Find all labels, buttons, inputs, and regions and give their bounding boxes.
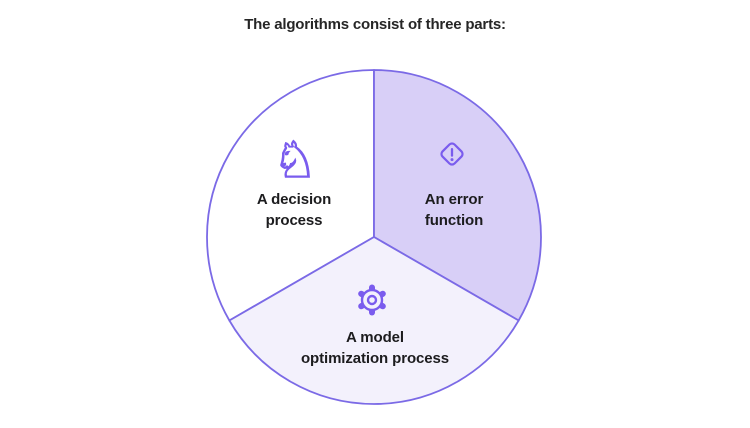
segment-model-label: A model optimization process: [275, 327, 475, 369]
segment-model-shape: [228, 236, 520, 405]
segment-error-label-line1: An error: [424, 191, 484, 208]
segment-decision-label-line1: A decision: [256, 191, 332, 208]
warning-diamond-icon: [440, 142, 464, 166]
chess-knight-icon: ♘: [272, 131, 318, 189]
segment-model-label-line1: A model: [346, 329, 404, 346]
segment-error-shape: [373, 69, 542, 322]
segment-error-label-line2: function: [424, 212, 484, 229]
segment-error-label: An error function: [398, 189, 510, 231]
gear-icon: [358, 284, 386, 316]
segment-decision-label: A decision process: [233, 189, 355, 231]
segment-model-label-line2: optimization process: [300, 350, 450, 367]
segment-decision-label-line2: process: [265, 212, 323, 229]
segment-decision-shape: [206, 69, 375, 322]
diagram-title: The algorithms consist of three parts:: [244, 16, 506, 33]
